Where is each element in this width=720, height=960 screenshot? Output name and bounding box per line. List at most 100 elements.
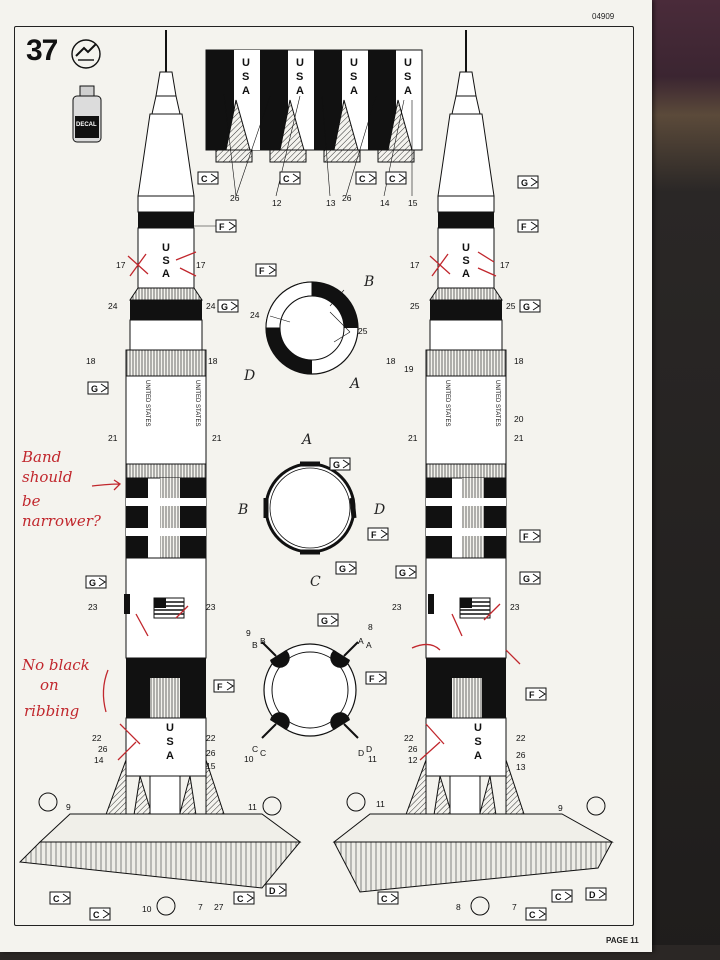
step-number: 37 [26,34,58,67]
decal-letter: A [350,85,358,97]
part-number: 26 [230,193,240,203]
svg-text:26: 26 [516,750,526,760]
part-number: 15 [408,198,418,208]
svg-text:23: 23 [88,602,98,612]
catalog-number: 04909 [592,12,615,21]
rocket-left: U S A UNITED STATES UNITED STATES [18,30,302,889]
decal-letter: S [242,71,249,83]
left-callouts: F G G G F C C C D 17 17 24 24 18 18 21 2… [38,219,287,921]
svg-text:F: F [371,530,377,540]
glue-icon [346,792,366,812]
orientation-letter: D [358,748,364,758]
svg-text:9: 9 [66,802,71,812]
svg-text:11: 11 [248,802,257,812]
decal-label: DECAL [76,122,97,128]
svg-text:23: 23 [510,602,520,612]
usa-letter: S [462,255,469,267]
united-states-text: UNITED STATES [194,380,200,426]
pen-letter: B [363,274,374,290]
svg-text:18: 18 [86,356,96,366]
page-frame [14,26,634,926]
glue-icon [470,896,490,916]
svg-text:F: F [219,222,225,232]
part-number: 26 [342,193,352,203]
svg-text:17: 17 [410,260,420,270]
svg-text:18: 18 [386,356,396,366]
svg-text:18: 18 [208,356,218,366]
pen-letter: D [243,368,255,384]
usa-letter: S [474,736,481,748]
flag-c: C [525,907,547,921]
part-number: 24 [250,310,260,320]
flag-f: F [365,671,387,685]
usa-letter: U [462,242,470,254]
svg-text:22: 22 [206,733,216,743]
part-number: 9 [246,628,251,638]
svg-text:narrower?: narrower? [22,512,102,530]
part-number: 8 [368,622,373,632]
svg-text:19: 19 [404,364,414,374]
flag-g: G [517,175,539,189]
flag-f: F [367,527,389,541]
pen-letter: B [237,502,248,518]
pen-letter: A [348,376,360,392]
svg-text:23: 23 [392,602,402,612]
part-number: 12 [272,198,282,208]
pen-letter: A [300,432,312,448]
svg-text:7: 7 [512,902,517,912]
united-states-text: UNITED STATES [494,380,500,426]
svg-text:No black: No black [21,656,90,674]
flag-d: D [265,883,287,897]
flag-g: G [85,575,107,589]
svg-text:G: G [91,384,98,394]
decal-letter: U [242,57,250,69]
svg-text:22: 22 [92,733,102,743]
usa-letter: A [474,750,482,762]
flag-f: F [525,687,547,701]
flag-g: G [87,381,109,395]
part-number: 11 [368,754,377,764]
svg-text:should: should [22,468,72,486]
usa-letter: S [166,736,173,748]
orientation-letter: A [358,636,364,646]
svg-text:27: 27 [214,902,224,912]
flag-c: C [89,907,111,921]
svg-text:G: G [523,302,530,312]
svg-text:be: be [22,492,41,510]
usa-letter: U [162,242,170,254]
part-number: 25 [358,326,368,336]
usa-letter: S [162,255,169,267]
us-flag-decal [153,597,185,619]
svg-text:7: 7 [198,902,203,912]
svg-text:G: G [333,460,340,470]
flag-c: C [385,171,407,185]
svg-text:17: 17 [116,260,126,270]
svg-text:G: G [89,578,96,588]
red-annotation-band: Band should be narrower? [21,448,102,530]
svg-text:F: F [217,682,223,692]
svg-text:18: 18 [514,356,524,366]
flag-c: C [279,171,301,185]
us-flag-decal [459,597,491,619]
svg-text:26: 26 [206,748,216,758]
svg-text:G: G [523,574,530,584]
flag-c: C [355,171,377,185]
svg-text:G: G [321,616,328,626]
pen-letter: D [373,502,385,518]
svg-text:C: C [53,894,60,904]
svg-text:17: 17 [500,260,510,270]
decal-letter: A [242,85,250,97]
decal-letter: U [404,57,412,69]
decal-bottle-icon: DECAL [72,85,102,143]
svg-text:26: 26 [98,744,108,754]
orientation-letter: A [366,640,372,650]
svg-text:25: 25 [410,301,420,311]
flag-c: C [197,171,219,185]
united-states-text: UNITED STATES [144,380,150,426]
united-states-text: UNITED STATES [444,380,450,426]
flag-g: G [335,561,357,575]
svg-text:10: 10 [142,904,152,914]
svg-text:C: C [381,894,388,904]
decal-letter: A [404,85,412,97]
usa-letter: U [474,722,482,734]
